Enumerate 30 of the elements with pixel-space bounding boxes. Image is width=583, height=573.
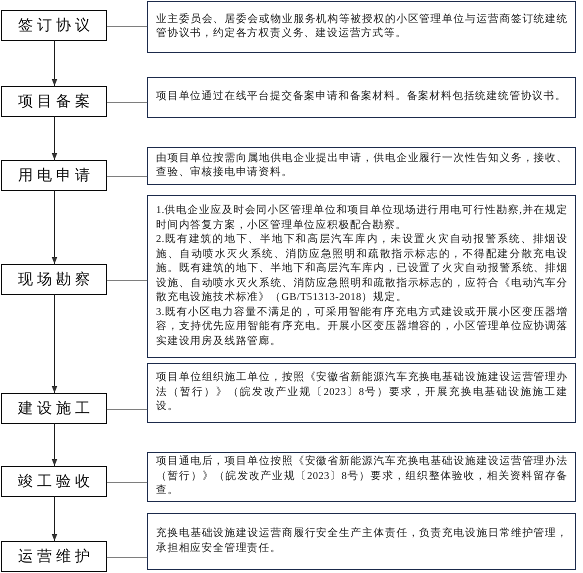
step-box: 建设施工 bbox=[1, 393, 107, 424]
description-box: 项目单位组织施工单位，按照《安徽省新能源汽车充换电基础设施建设运营管理办法（暂行）》（皖发改产业规〔2023〕8号）要求，开展充换电基础设施施工建设。 bbox=[147, 363, 576, 423]
connector-line bbox=[106, 409, 148, 410]
paragraph: 2.既有建筑的地下、半地下和高层汽车库内，未设置火灾自动报警系统、排烟设施、自动喷水灭火系统、消防应急照明和疏散指示标志的，不得配建分散充电设施。既有建筑的地下、半地下和高层汽车库内，已设置了火灾自动报警系统、排烟设施、自动喷水灭火系统、消防应急照明和疏散指示标志的，应符合《电动汽车分散充电设施技术标准》（GB/T51313-2018）规定。 bbox=[156, 233, 568, 305]
connector-line bbox=[106, 280, 148, 281]
connector-line bbox=[106, 26, 148, 27]
paragraph: 1.供电企业应及时会同小区管理单位和项目单位现场进行用电可行性勘察,并在规定时间内答复方案，小区管理单位应积极配合勘察。 bbox=[156, 204, 568, 232]
description-box: 项目单位通过在线平台提交备案申请和备案材料。备案材料包括统建统管协议书。 bbox=[147, 77, 576, 118]
connector-line bbox=[106, 102, 148, 103]
step-box: 运营维护 bbox=[1, 541, 107, 572]
description-box: 业主委员会、居委会或物业服务机构等被授权的小区管理单位与运营商签订统建统管协议书，约定各方权责义务、建设运营方式等。 bbox=[147, 1, 576, 53]
arrow bbox=[52, 40, 58, 86]
arrow bbox=[52, 424, 58, 466]
step-box: 签订协议 bbox=[1, 10, 107, 41]
description-box bbox=[147, 195, 576, 358]
description-box: 由项目单位按需向属地供电企业提出申请，供电企业履行一次性告知义务，接收、查验、审核接电申请资料。 bbox=[147, 147, 576, 185]
paragraph: 3.既有小区电力容量不满足的，可采用智能有序充电方式建设或开展小区变压器增容，支持优先应用智能有序充电。开展小区变压器增容的，小区管理单位应协调落实建设用房及线路管廊。 bbox=[156, 306, 568, 348]
arrow bbox=[52, 496, 58, 542]
connector-line bbox=[106, 482, 148, 483]
step-box: 现场勘察 bbox=[1, 264, 107, 295]
description-box: 项目通电后，项目单位按照《安徽省新能源汽车充换电基础设施建设运营管理办法（暂行）》（皖发改产业规〔2023〕8号）要求，组织整体验收，相关资料留存备查。 bbox=[147, 452, 576, 502]
description-box: 充换电基础设施建设运营商履行安全生产主体责任，负责充电设施日常维护管理，承担相应安全管理责任。 bbox=[147, 513, 576, 570]
arrow bbox=[52, 116, 58, 160]
connector-line bbox=[106, 557, 148, 558]
arrow bbox=[52, 190, 58, 264]
step-box: 项目备案 bbox=[1, 86, 107, 117]
connector-line bbox=[106, 176, 148, 177]
step-box: 用电申请 bbox=[1, 160, 107, 191]
step-box: 竣工验收 bbox=[1, 466, 107, 497]
arrow bbox=[52, 294, 58, 394]
